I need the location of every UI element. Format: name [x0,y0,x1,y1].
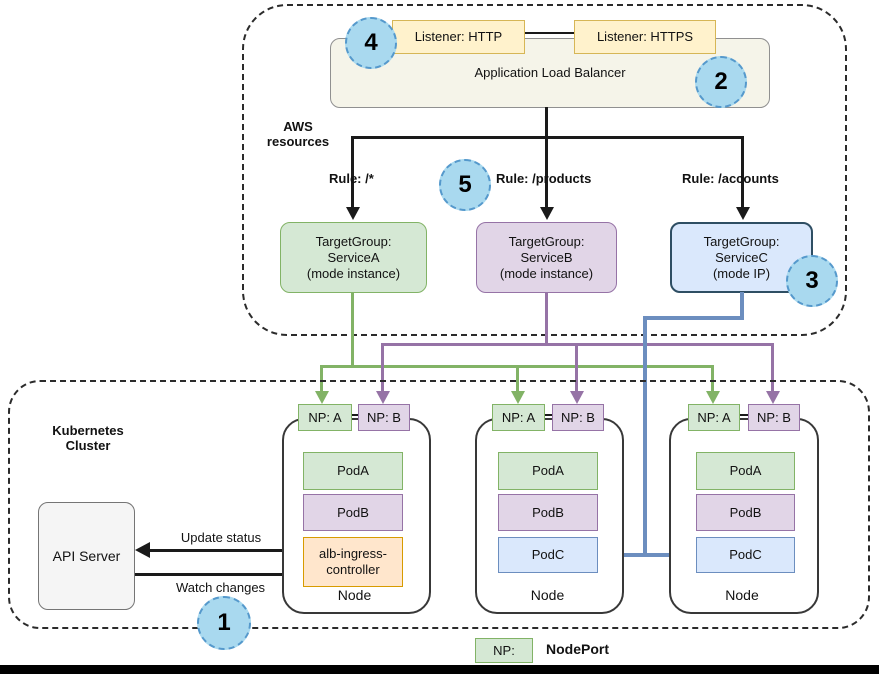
node2-podb-box: PodB [498,494,598,531]
purple-drop-node1 [381,343,384,392]
node1-nodeport-a: NP: A [298,404,352,431]
legend-np-box: NP: [475,638,533,663]
step-badge-1: 1 [197,596,251,650]
node2-np-connector [543,414,552,416]
bottom-divider-bar [0,665,879,674]
rule-products-label: Rule: /products [496,171,592,186]
targetgroup-servicec-name: ServiceC [715,249,768,265]
watch-changes-line [135,573,289,576]
aws-resources-label: AWS resources [266,119,330,149]
targetgroup-servicea-name: ServiceA [327,249,380,265]
step-badge-3: 3 [786,255,838,307]
listener-connector-line [525,32,574,34]
blue-podc-line [610,553,685,557]
api-server-box: API Server [38,502,135,610]
targetgroup-servicea-mode: (mode instance) [306,265,401,281]
node2-nodeport-b: NP: B [552,404,604,431]
targetgroup-serviceb-box: TargetGroup: ServiceB (mode instance) [476,222,617,293]
listener-http-box: Listener: HTTP [392,20,525,54]
rules-horizontal-line [351,136,744,139]
node2-podc-box: PodC [498,537,598,573]
alb-drop-line [545,107,548,208]
node1-poda-box: PodA [303,452,403,490]
purple-feed-line [545,292,548,346]
purple-drop-node2 [575,343,578,392]
step-badge-2: 2 [695,56,747,108]
listener-https-box: Listener: HTTPS [574,20,716,54]
update-status-arrowhead [135,542,150,558]
node2-poda-box: PodA [498,452,598,490]
rule-wildcard-label: Rule: /* [329,171,374,186]
step-badge-5: 5 [439,159,491,211]
update-status-label: Update status [180,530,262,545]
rule1-drop-line [351,136,354,208]
purple-drop-node3 [771,343,774,392]
node1-np-connector [350,414,358,416]
node3-nodeport-a: NP: A [688,404,740,431]
blue-feed-line [740,292,744,320]
node3-nodeport-b: NP: B [748,404,800,431]
step-badge-4: 4 [345,17,397,69]
rule-accounts-label: Rule: /accounts [682,171,779,186]
blue-jog-line [643,316,744,320]
rule1-arrowhead [346,207,360,220]
alb-label: Application Load Balancer [474,65,626,80]
node1-label: Node [337,587,372,603]
purple-arrowhead-node1 [376,391,390,404]
green-drop-node2 [516,365,519,393]
node3-np-connector [738,414,748,416]
node3-label: Node [725,587,759,603]
update-status-line [149,549,303,552]
node2-nodeport-a: NP: A [492,404,545,431]
targetgroup-serviceb-title: TargetGroup: [508,233,585,249]
node2-label: Node [530,587,565,603]
green-drop-node3 [711,365,714,393]
rule2-arrowhead [540,207,554,220]
green-arrowhead-node3 [706,391,720,404]
node1-podb-box: PodB [303,494,403,531]
node3-podc-box: PodC [696,537,795,573]
targetgroup-serviceb-mode: (mode instance) [499,265,594,281]
green-drop-node1 [320,365,323,393]
kubernetes-cluster-container [8,380,870,629]
rule3-drop-line [741,136,744,208]
node1-alb-ingress-controller-box: alb-ingress-controller [303,537,403,587]
targetgroup-servicec-title: TargetGroup: [703,233,780,249]
targetgroup-servicec-mode: (mode IP) [712,265,771,281]
node3-poda-box: PodA [696,452,795,490]
kubernetes-cluster-label: Kubernetes Cluster [52,423,124,453]
green-arrowhead-node1 [315,391,329,404]
node3-podb-box: PodB [696,494,795,531]
green-arrowhead-node2 [511,391,525,404]
node1-nodeport-b: NP: B [358,404,410,431]
watch-changes-label: Watch changes [175,580,266,595]
aws-resources-container [242,4,847,336]
targetgroup-servicea-box: TargetGroup: ServiceA (mode instance) [280,222,427,293]
targetgroup-servicea-title: TargetGroup: [315,233,392,249]
legend-nodeport-label: NodePort [546,641,609,657]
purple-arrowhead-node3 [766,391,780,404]
targetgroup-serviceb-name: ServiceB [520,249,573,265]
purple-arrowhead-node2 [570,391,584,404]
blue-vertical-line [643,316,647,557]
green-feed-line [351,292,354,368]
rule3-arrowhead [736,207,750,220]
